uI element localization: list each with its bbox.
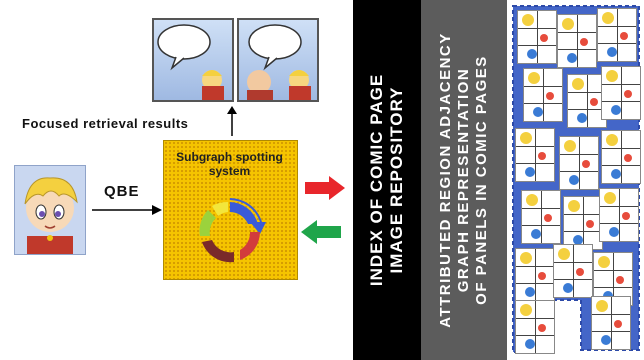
graph-bar-label: ATTRIBUTED REGION ADJACENCY GRAPH REPRES… — [437, 32, 491, 328]
speech-balloon-icon — [247, 24, 311, 100]
comic-page-thumbnail — [521, 190, 561, 244]
retrieved-panel-2 — [237, 18, 319, 102]
up-arrow-icon — [227, 106, 237, 136]
query-character-image — [14, 165, 86, 255]
comic-page-thumbnail — [591, 296, 631, 350]
green-left-arrow-icon — [301, 220, 341, 244]
index-bar-line-2: IMAGE REPOSITORY — [387, 86, 406, 274]
comic-page-thumbnail — [567, 74, 607, 128]
comic-page-thumbnail — [517, 10, 557, 64]
index-bar-label: INDEX OF COMIC PAGE IMAGE REPOSITORY — [367, 74, 407, 286]
comic-page-thumbnail — [601, 66, 641, 120]
index-bar: INDEX OF COMIC PAGE IMAGE REPOSITORY — [353, 0, 421, 360]
comic-page-thumbnail — [563, 196, 603, 250]
comic-page-thumbnail — [601, 130, 641, 184]
index-bar-line-1: INDEX OF COMIC PAGE — [367, 73, 386, 287]
graph-bar-line-2: GRAPH REPRESENTATION — [455, 67, 472, 293]
qbe-label: QBE — [104, 183, 140, 200]
results-label: Focused retrieval results — [22, 116, 189, 131]
comic-page-thumbnail — [553, 244, 593, 298]
comic-character-icon — [15, 166, 85, 254]
comic-page-thumbnail — [515, 248, 555, 302]
graph-bar-line-3: OF PANELS IN COMIC PAGES — [473, 55, 490, 305]
system-title: Subgraph spotting system — [176, 150, 283, 178]
graph-representation-bar: ATTRIBUTED REGION ADJACENCY GRAPH REPRES… — [421, 0, 507, 360]
comic-page-thumbnail — [515, 128, 555, 182]
speech-balloon-icon — [157, 24, 224, 100]
graph-bar-line-1: ATTRIBUTED REGION ADJACENCY — [437, 32, 454, 328]
comic-page-thumbnail — [559, 136, 599, 190]
red-right-arrow-icon — [305, 176, 345, 200]
cycle-arrows-icon — [199, 198, 266, 263]
comic-page-thumbnail — [557, 14, 597, 68]
right-arrow-icon — [92, 205, 162, 215]
comic-page-repository — [509, 0, 644, 360]
comic-page-thumbnail — [515, 300, 555, 354]
comic-page-thumbnail — [599, 188, 639, 242]
comic-page-thumbnail — [523, 68, 563, 122]
retrieved-panel-1 — [152, 18, 234, 102]
comic-page-thumbnail — [597, 8, 637, 62]
